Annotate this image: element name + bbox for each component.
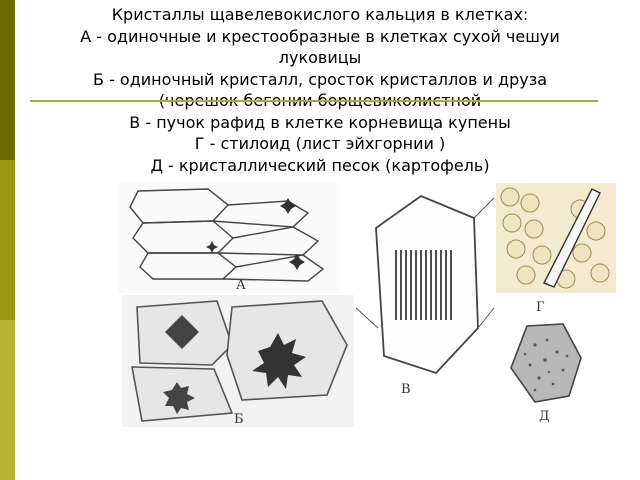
slide-title: Кристаллы щавелевокислого кальция в клет… [20,4,620,176]
decorative-sidebar [0,0,15,480]
title-line: А - одиночные и крестообразные в клетках… [80,26,560,46]
figure-label: Б [234,412,244,427]
sidebar-band-light [0,320,15,480]
title-line: луковицы [278,48,362,67]
figure-label: Г [536,300,545,315]
title-line: Д - кристаллический песок (картофель) [150,155,490,175]
sidebar-band-dark [0,0,15,160]
title-line: Б - одиночный кристалл, сросток кристалл… [93,69,547,89]
figure-label: Д [539,409,550,424]
title-line: В - пучок рафид в клетке корневища купен… [129,112,511,132]
figure-label: В [401,382,411,397]
figure-v-raphide-bundle: В [356,194,495,397]
figure-label: А [236,278,246,293]
figure-d-crystal-sand: Д [510,323,582,424]
sidebar-band-mid [0,160,15,320]
title-line: Кристаллы щавелевокислого кальция в клет… [111,5,529,24]
title-divider [30,100,598,102]
title-line: Г - стилоид (лист эйхгорнии ) [194,134,446,153]
figure-a-onion-cells: А [118,183,340,293]
figure-b-begonia-cells: Б [122,295,354,427]
figure-g-styloid: Г [496,183,616,315]
